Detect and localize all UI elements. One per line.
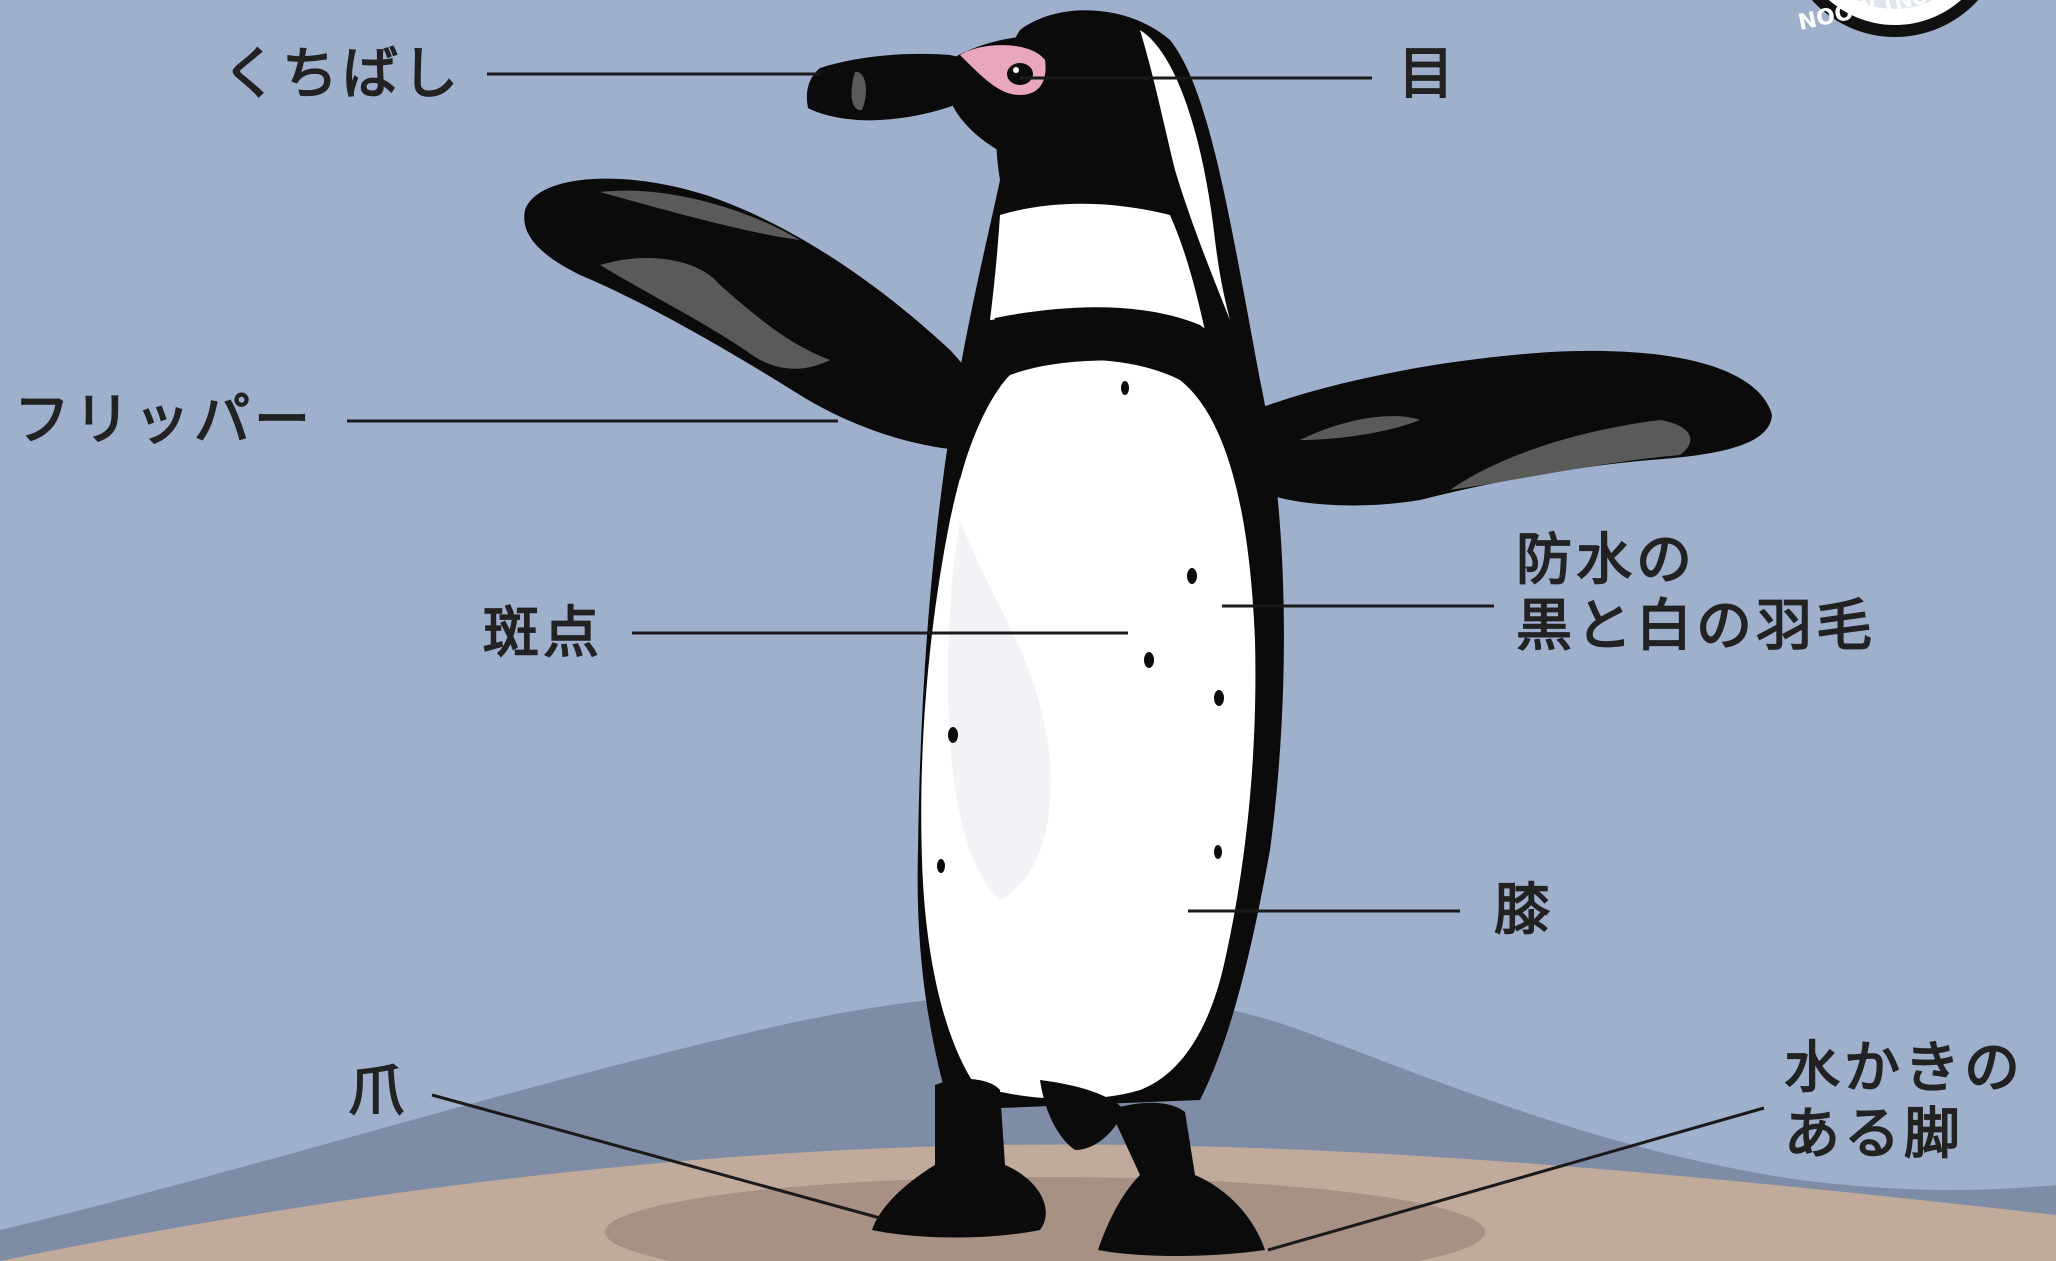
label-plumage-line1: 防水の [1516, 528, 1696, 593]
right-flipper [1255, 350, 1772, 506]
leader-feet [1267, 1106, 1765, 1252]
label-flipper: フリッパー [14, 388, 314, 453]
penguin-body [917, 10, 1284, 1111]
label-spots: 斑点 [483, 601, 603, 666]
penguin-feet [872, 1078, 1265, 1256]
penguin-head [806, 35, 1112, 169]
label-eye: 目 [1398, 42, 1458, 107]
label-feet-line2: ある脚 [1784, 1102, 1964, 1167]
label-feet-line1: 水かきの [1784, 1036, 2024, 1101]
badge: NOOW (Not On [1796, 0, 1981, 37]
label-claw: 爪 [348, 1059, 408, 1124]
beak [806, 53, 986, 121]
leader-claw [431, 1093, 881, 1220]
left-flipper [524, 178, 980, 451]
leader-lines [347, 72, 1765, 1252]
label-plumage: 防水の 黒と白の羽毛 [1516, 528, 1876, 660]
label-plumage-line2: 黒と白の羽毛 [1516, 594, 1876, 659]
belly-spots [937, 381, 1224, 873]
label-knee: 膝 [1494, 878, 1554, 943]
eye [1007, 63, 1033, 85]
label-webbed-feet: 水かきの ある脚 [1784, 1036, 2024, 1168]
label-beak: くちばし [222, 42, 462, 107]
